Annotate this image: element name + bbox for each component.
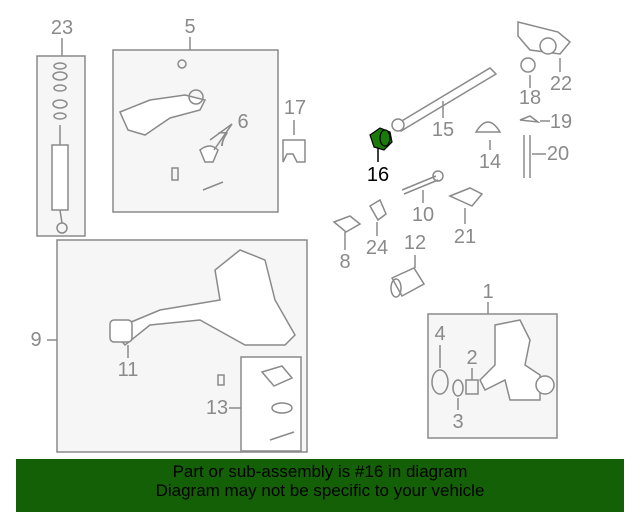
box-part-13 (240, 356, 302, 452)
part-16-bushing (369, 127, 393, 151)
callout-15[interactable]: 15 (431, 119, 455, 141)
callout-13[interactable]: 13 (205, 397, 229, 419)
callout-24[interactable]: 24 (365, 237, 389, 259)
callout-10[interactable]: 10 (411, 204, 435, 226)
callout-8[interactable]: 8 (339, 251, 351, 273)
callout-7[interactable]: 7 (217, 129, 229, 151)
callout-6[interactable]: 6 (237, 111, 249, 133)
callout-22[interactable]: 22 (549, 73, 573, 95)
banner-line-2: Diagram may not be specific to your vehi… (155, 481, 485, 500)
banner-line-1: Part or sub-assembly is #16 in diagram (172, 462, 468, 481)
callout-21[interactable]: 21 (453, 226, 477, 248)
callout-17[interactable]: 17 (283, 97, 307, 119)
callout-18[interactable]: 18 (518, 87, 542, 109)
callout-20[interactable]: 20 (546, 143, 570, 165)
callout-19[interactable]: 19 (549, 111, 573, 133)
callout-3[interactable]: 3 (452, 411, 464, 433)
callout-4[interactable]: 4 (434, 323, 446, 345)
callout-14[interactable]: 14 (478, 151, 502, 173)
callout-12[interactable]: 12 (403, 232, 427, 254)
shock-absorber (51, 62, 69, 234)
callout-2[interactable]: 2 (466, 347, 478, 369)
callout-23[interactable]: 23 (50, 17, 74, 39)
callout-11[interactable]: 11 (117, 359, 139, 381)
info-banner: Part or sub-assembly is #16 in diagram D… (16, 459, 624, 512)
callout-16-highlighted[interactable]: 16 (366, 164, 390, 186)
callout-9[interactable]: 9 (30, 329, 42, 351)
callout-5[interactable]: 5 (184, 16, 196, 38)
callout-1[interactable]: 1 (482, 281, 494, 303)
